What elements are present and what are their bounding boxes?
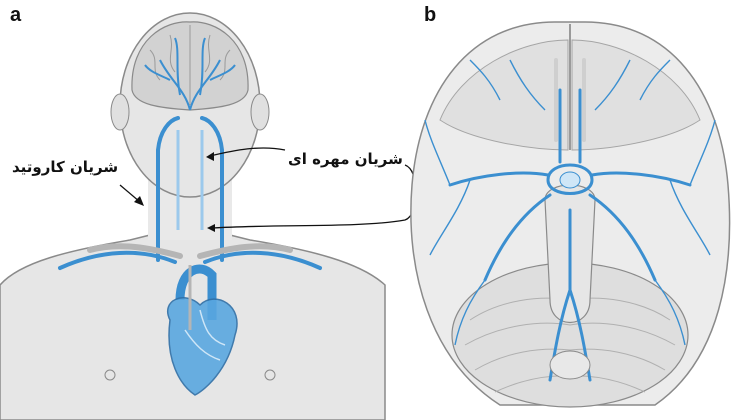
right-ear	[251, 94, 269, 130]
panel-b-letter: b	[424, 4, 436, 27]
carotid-artery-label: شریان کاروتید	[12, 158, 118, 176]
panel-b-figure	[411, 22, 730, 407]
panel-a-figure	[0, 13, 385, 420]
medulla	[550, 351, 590, 379]
panel-a-letter: a	[10, 4, 21, 27]
left-ear	[111, 94, 129, 130]
pituitary	[560, 172, 580, 188]
vertebral-bracket	[212, 165, 416, 228]
vertebral-artery-label: شریان مهره ای	[288, 150, 403, 168]
